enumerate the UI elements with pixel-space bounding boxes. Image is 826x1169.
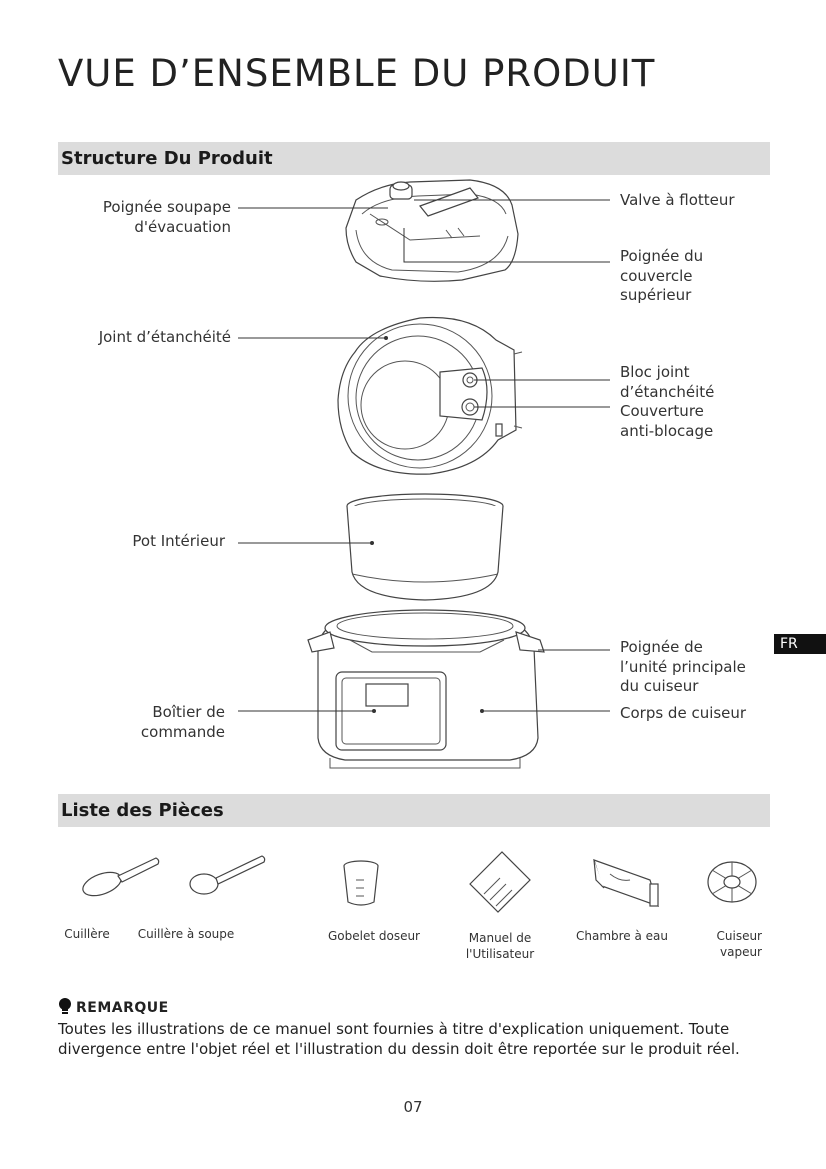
steamer-rack-icon [707, 861, 757, 903]
note-heading: REMARQUE [58, 998, 169, 1018]
section-title-structure: Structure Du Produit [61, 148, 273, 169]
note-text: Toutes les illustrations de ce manuel so… [58, 1020, 740, 1058]
label-float-valve: Valve à flotteur [620, 191, 735, 209]
label-exhaust-handle: Poignée soupape d'évacuation [102, 198, 231, 236]
measuring-cup-icon [343, 860, 379, 906]
lid-illustration [345, 179, 519, 282]
inner-pot-illustration [346, 493, 504, 601]
page-number: 07 [403, 1098, 423, 1116]
part-label-water-chamber: Chambre à eau [575, 929, 669, 943]
part-label-manual: Manuel de l'Utilisateur [465, 931, 535, 961]
label-sealing-ring: Joint d’étanchéité [98, 328, 231, 346]
part-label-rice-spoon: Cuillère [64, 927, 110, 941]
section-header-structure: Structure Du Produit [58, 142, 770, 175]
label-control-box: Boîtier de commande [140, 703, 225, 741]
section-title-parts: Liste des Pièces [61, 800, 224, 821]
page-title: VUE D’ENSEMBLE DU PRODUIT [58, 52, 656, 95]
manual-booklet-icon [469, 851, 531, 913]
rice-spoon-icon [82, 857, 160, 897]
part-label-steamer: Cuiseur vapeur [716, 929, 763, 959]
cooker-body-illustration [307, 609, 545, 769]
label-seal-block: Bloc joint d’étanchéité Couverture anti-… [620, 363, 715, 440]
label-inner-pot: Pot Intérieur [132, 532, 225, 550]
part-label-soup-ladle: Cuillère à soupe [137, 927, 235, 941]
soup-ladle-icon [189, 855, 266, 895]
lightbulb-icon [58, 998, 72, 1018]
lid-underside-illustration [337, 316, 523, 475]
label-lid-handle: Poignée du couvercle supérieur [620, 247, 704, 304]
parts-icons [82, 851, 757, 913]
water-chamber-icon [593, 859, 659, 907]
part-label-measuring-cup: Gobelet doseur [327, 929, 420, 943]
section-header-parts: Liste des Pièces [58, 794, 770, 827]
label-cooker-body: Corps de cuiseur [620, 704, 747, 722]
language-tab: FR [774, 634, 826, 654]
label-main-handle: Poignée de l’unité principale du cuiseur [620, 638, 746, 695]
